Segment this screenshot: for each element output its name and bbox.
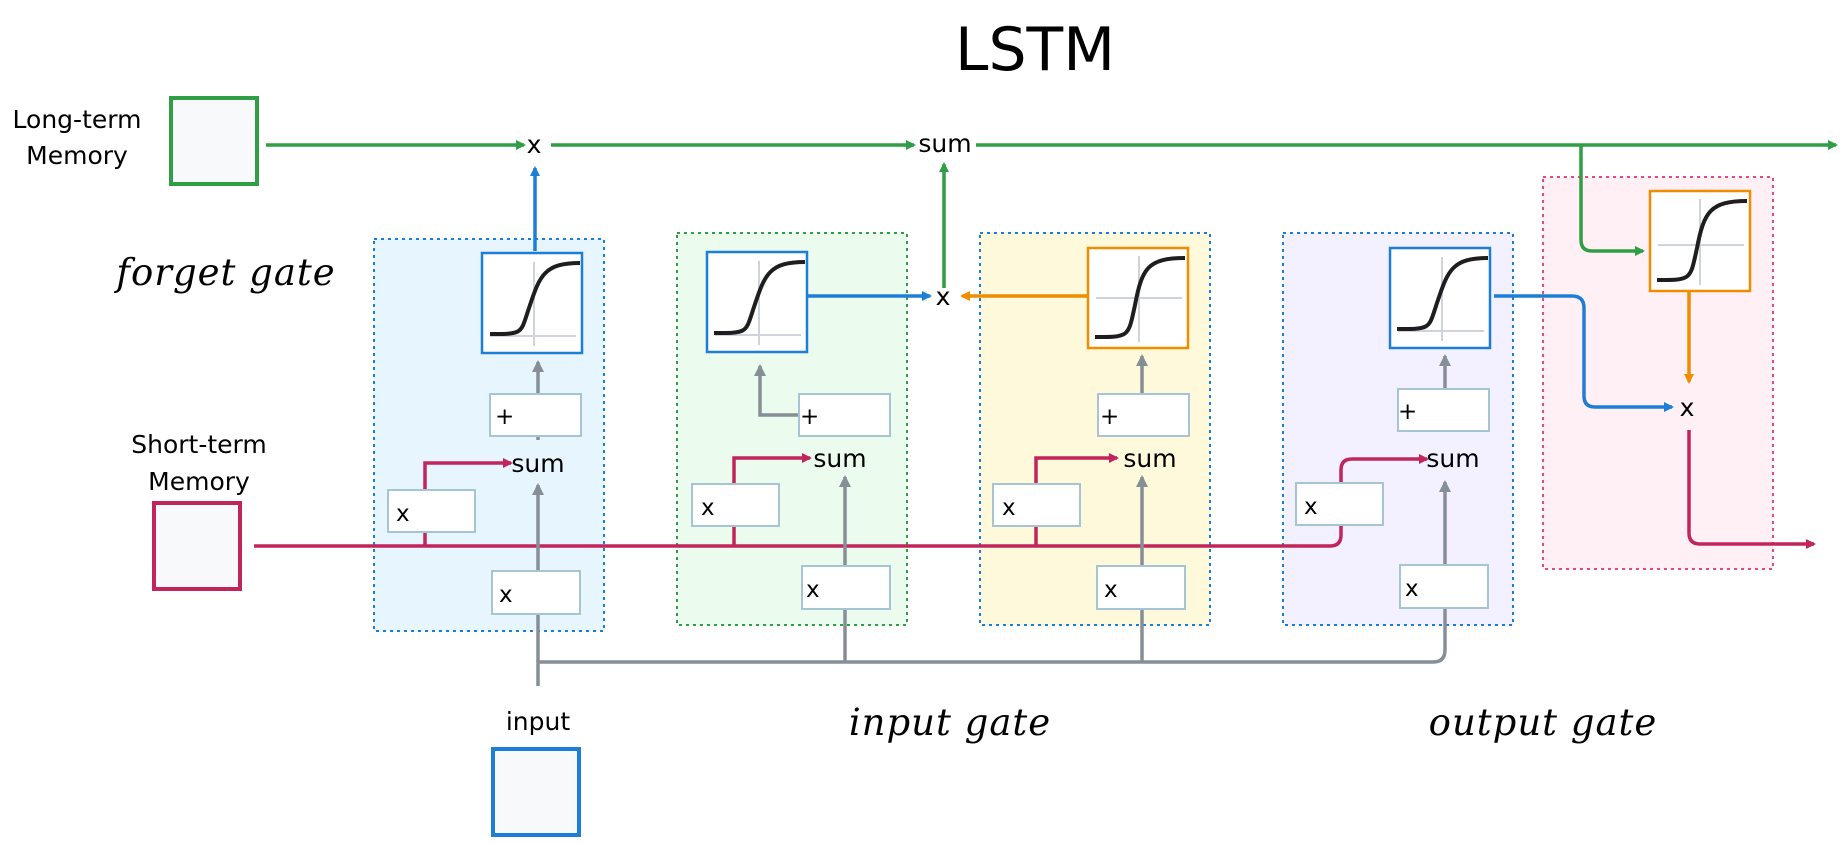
svg-text:x: x [701, 495, 715, 521]
short-term-label-line1: Short-term [131, 430, 267, 459]
input-multiply-op: x [936, 282, 951, 311]
svg-text:+: + [800, 404, 819, 430]
long-term-label-line2: Memory [26, 141, 128, 170]
output-sigmoid-to-multiply-arrow [1494, 294, 1674, 412]
svg-text:x: x [1405, 576, 1419, 602]
input-bias-box: + [798, 393, 891, 437]
svg-text:x: x [499, 582, 513, 608]
output-multiply-op: x [1680, 393, 1695, 422]
svg-text:x: x [1002, 495, 1016, 521]
input-input-weight-box: x [801, 565, 891, 610]
forget-sigmoid-block [480, 251, 584, 355]
short-term-memory-box [152, 501, 242, 591]
input-label: input [506, 707, 571, 736]
svg-text:x: x [1104, 577, 1118, 603]
long-term-sum-op: sum [918, 129, 971, 158]
input-gate-label: input gate [849, 701, 1051, 744]
short-term-label-line2: Memory [148, 467, 250, 496]
candidate-tanh-block [1086, 246, 1190, 350]
input-sigmoid-block [705, 250, 809, 354]
output-input-weight-box: x [1399, 564, 1489, 609]
svg-text:x: x [806, 577, 820, 603]
candidate-bias-box: + [1097, 393, 1190, 437]
long-term-tanh-block [1648, 189, 1752, 293]
long-term-memory-box [169, 96, 259, 186]
candidate-sum-op: sum [1123, 444, 1176, 473]
forget-input-weight-box: x [491, 570, 581, 615]
input-bus-line [536, 480, 1451, 686]
long-term-label-line1: Long-term [13, 105, 142, 134]
input-box [491, 747, 581, 837]
output-short-term-weight-box: x [1295, 482, 1384, 526]
input-sum-to-sigmoid-arrow [754, 364, 799, 417]
svg-text:x: x [1304, 494, 1318, 520]
svg-text:+: + [495, 404, 514, 430]
candidate-short-term-weight-box: x [992, 483, 1081, 527]
output-gate-label: output gate [1429, 701, 1658, 744]
input-short-term-weight-box: x [691, 483, 780, 527]
svg-text:x: x [396, 501, 410, 527]
candidate-input-weight-box: x [1096, 565, 1186, 610]
forget-sum-op: sum [511, 449, 564, 478]
forget-multiply-op: x [527, 130, 542, 159]
short-term-output-arrow [1687, 430, 1816, 549]
output-sigmoid-block [1388, 246, 1492, 350]
forget-gate-label: forget gate [113, 251, 335, 294]
input-sum-op: sum [813, 444, 866, 473]
forget-bias-box: + [489, 393, 582, 437]
output-bias-box: + [1397, 388, 1490, 432]
svg-text:+: + [1398, 399, 1417, 425]
forget-short-term-weight-box: x [387, 489, 476, 533]
diagram-title: LSTM [955, 15, 1115, 85]
long-term-to-tanh-arrow [1579, 145, 1645, 256]
svg-text:+: + [1100, 404, 1119, 430]
output-sum-op: sum [1426, 444, 1479, 473]
